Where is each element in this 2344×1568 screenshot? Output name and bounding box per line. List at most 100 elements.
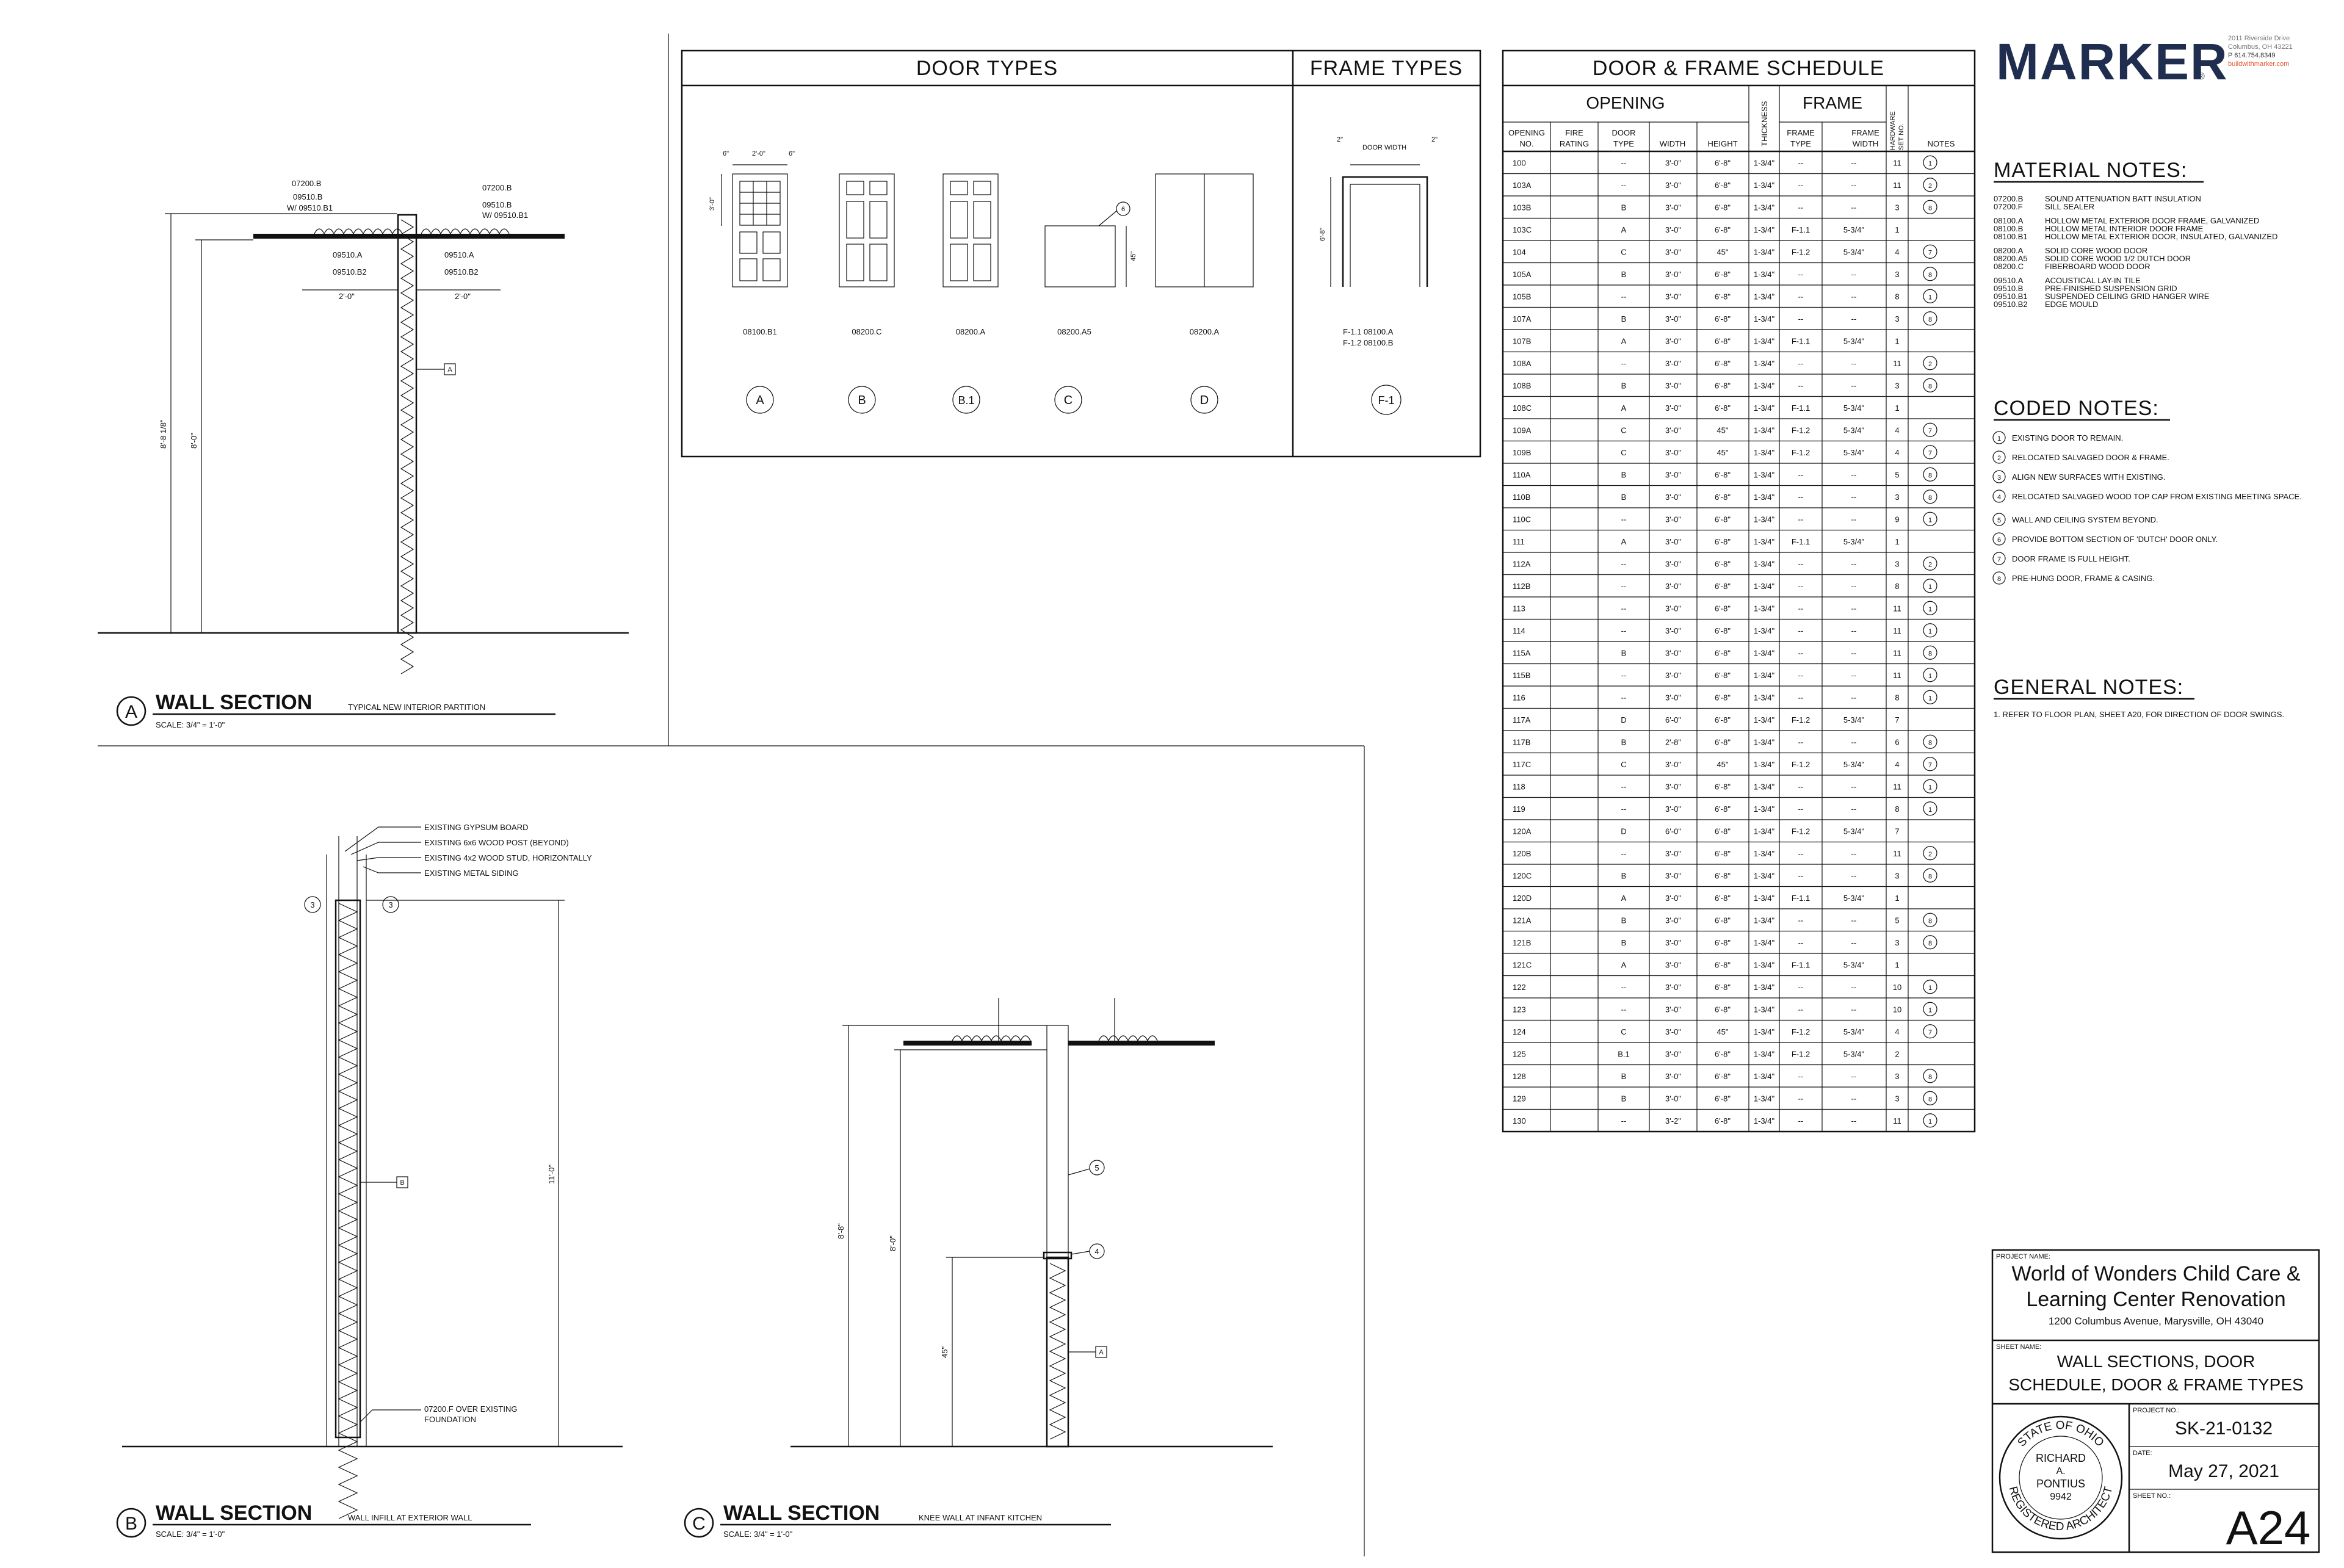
sheet-name-label: SHEET NAME: bbox=[1996, 1343, 2041, 1351]
table-cell: 3'-0" bbox=[1665, 1027, 1681, 1036]
table-cell: 120C bbox=[1513, 871, 1532, 880]
material-note-code: 09510.B2 bbox=[1994, 300, 2028, 309]
table-cell: 2'-8" bbox=[1665, 737, 1681, 746]
coded-note-marker bbox=[1923, 1091, 1937, 1105]
table-cell: B bbox=[1621, 916, 1627, 925]
table-cell: F-1.2 bbox=[1792, 760, 1810, 769]
coded-note-marker bbox=[1923, 200, 1937, 214]
section-c-note-4: 4 bbox=[1094, 1247, 1099, 1256]
table-cell: 5-3/4" bbox=[1843, 894, 1865, 903]
coded-note-marker bbox=[1923, 690, 1937, 704]
table-cell: 6'-8" bbox=[1715, 604, 1731, 613]
table-cell: 5-3/4" bbox=[1843, 760, 1865, 769]
table-cell: -- bbox=[1851, 559, 1857, 568]
schedule-column-headers: OPENING NO. FIRE RATING DOOR TYPE WIDTH … bbox=[1508, 101, 1955, 150]
table-cell: 5-3/4" bbox=[1843, 225, 1865, 234]
table-cell: 5-3/4" bbox=[1843, 247, 1865, 256]
table-cell: 11 bbox=[1893, 181, 1901, 190]
table-cell: 1 bbox=[1895, 336, 1899, 345]
table-cell: 1-3/4" bbox=[1754, 604, 1775, 613]
table-cell: 45" bbox=[1716, 425, 1728, 435]
table-cell: 3'-0" bbox=[1665, 849, 1681, 858]
table-cell: 6'-8" bbox=[1715, 181, 1731, 190]
coded-note-marker bbox=[1923, 445, 1937, 460]
section-c-scale: SCALE: 3/4" = 1'-0" bbox=[723, 1530, 793, 1539]
table-cell: -- bbox=[1621, 671, 1627, 680]
table-cell: C bbox=[1621, 425, 1626, 435]
table-cell: -- bbox=[1621, 181, 1627, 190]
table-cell: 8 bbox=[1928, 494, 1932, 502]
table-cell: 8 bbox=[1928, 873, 1932, 880]
table-cell: A bbox=[1621, 960, 1627, 969]
table-cell: 11 bbox=[1893, 1116, 1901, 1125]
table-cell: 1-3/4" bbox=[1754, 470, 1775, 479]
table-cell: -- bbox=[1851, 782, 1857, 791]
table-cell: 1 bbox=[1928, 1118, 1932, 1125]
section-b-callout: EXISTING 4x2 WOOD STUD, HORIZONTALLY bbox=[424, 853, 592, 862]
door-c-dim-45: 45" bbox=[1130, 251, 1137, 261]
seal-name: PONTIUS bbox=[2036, 1478, 2085, 1490]
table-cell: -- bbox=[1621, 582, 1627, 591]
table-cell: 1 bbox=[1928, 160, 1932, 167]
table-cell: 45" bbox=[1716, 448, 1728, 457]
table-cell: 1 bbox=[1895, 403, 1899, 413]
coded-note-marker bbox=[1923, 178, 1937, 192]
material-note-text: FIBERBOARD WOOD DOOR bbox=[2045, 262, 2150, 271]
table-cell: 1-3/4" bbox=[1754, 158, 1775, 167]
coded-note-number: 7 bbox=[1997, 556, 2001, 563]
door-type-c-drawing: 6 45" bbox=[1044, 201, 1137, 287]
table-cell: 6'-0" bbox=[1665, 826, 1681, 836]
table-cell: 8 bbox=[1928, 383, 1932, 390]
table-cell: 110B bbox=[1513, 493, 1530, 502]
coded-note-marker bbox=[1992, 470, 2006, 483]
table-cell: -- bbox=[1851, 181, 1857, 190]
table-cell: 1 bbox=[1928, 1006, 1932, 1014]
door-type-tag: C bbox=[1064, 394, 1073, 407]
section-c-h2: 8'-0" bbox=[888, 1235, 897, 1251]
table-cell: 11 bbox=[1893, 849, 1901, 858]
table-cell: 3'-0" bbox=[1665, 582, 1681, 591]
table-cell: 117A bbox=[1513, 715, 1531, 724]
coded-note-marker bbox=[1923, 1069, 1937, 1083]
table-cell: 6'-8" bbox=[1715, 493, 1731, 502]
table-cell: -- bbox=[1851, 626, 1857, 635]
table-cell: 3'-0" bbox=[1665, 203, 1681, 212]
table-cell: 5 bbox=[1895, 470, 1899, 479]
coded-note-marker bbox=[1923, 1002, 1937, 1016]
table-cell: 11 bbox=[1893, 158, 1901, 167]
sheet-no-label: SHEET NO.: bbox=[2133, 1492, 2171, 1500]
table-cell: 2 bbox=[1895, 1049, 1899, 1058]
table-cell: 3'-0" bbox=[1665, 559, 1681, 568]
table-cell: 6'-8" bbox=[1715, 737, 1731, 746]
table-cell: 3'-0" bbox=[1665, 1072, 1681, 1081]
coded-notes-title: CODED NOTES: bbox=[1994, 397, 2159, 420]
table-cell: 1-3/4" bbox=[1754, 1094, 1775, 1103]
table-cell: 5-3/4" bbox=[1843, 1027, 1865, 1036]
table-cell: 1 bbox=[1895, 960, 1899, 969]
table-cell: F-1.2 bbox=[1792, 247, 1810, 256]
table-cell: -- bbox=[1798, 648, 1804, 657]
schedule-group-frame: FRAME bbox=[1803, 93, 1862, 112]
table-cell: 8 bbox=[1928, 472, 1932, 479]
table-cell: 1 bbox=[1928, 806, 1932, 814]
table-cell: 8 bbox=[1928, 1074, 1932, 1081]
table-cell: 121A bbox=[1513, 916, 1532, 925]
wall-section-a: 8'-8 1/8" 8'-0" 2'-0" 2'-0" 07200.B 0951… bbox=[98, 34, 1365, 1556]
table-cell: C bbox=[1621, 247, 1626, 256]
table-cell: -- bbox=[1621, 804, 1627, 814]
table-cell: 117B bbox=[1513, 737, 1530, 746]
table-cell: 3'-0" bbox=[1665, 1049, 1681, 1058]
table-cell: 3'-0" bbox=[1665, 648, 1681, 657]
table-cell: -- bbox=[1798, 181, 1804, 190]
table-cell: 11 bbox=[1893, 359, 1901, 368]
